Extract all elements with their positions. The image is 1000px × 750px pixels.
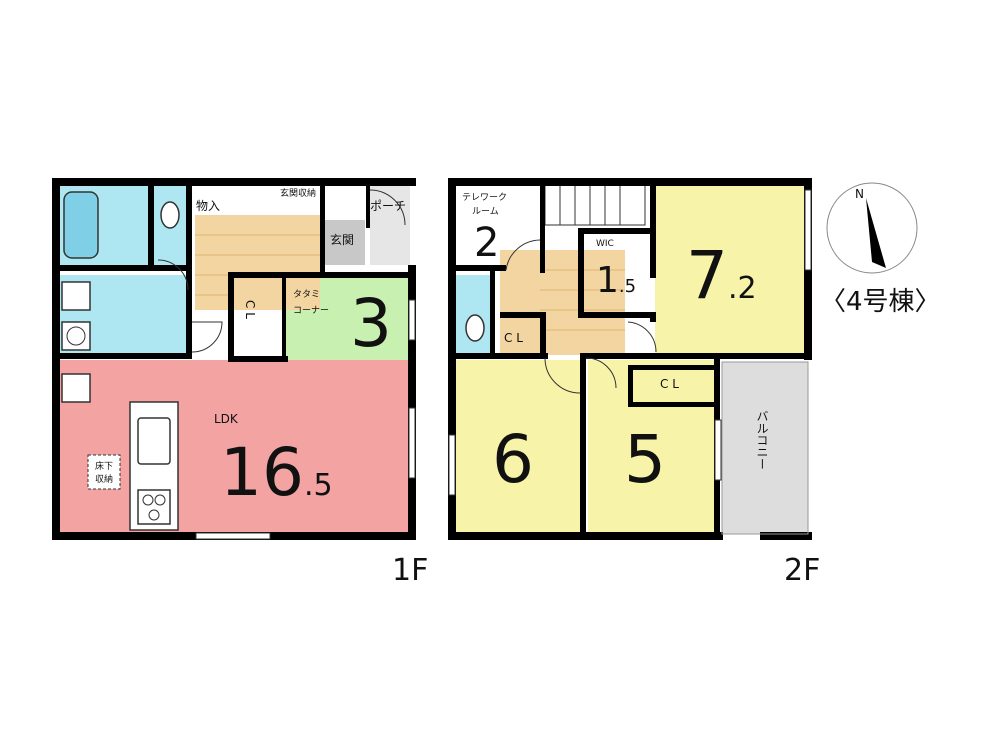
bathtub: [63, 191, 99, 259]
floor-1-label: 1F: [392, 553, 428, 588]
room6-size: 6: [492, 421, 534, 498]
porch-floor: [370, 185, 410, 265]
closet-2a: C L: [504, 331, 523, 345]
toilet-2: [465, 314, 485, 342]
balcony-label: バルコニー: [755, 410, 769, 470]
ldk-size-dec: .5: [304, 468, 333, 503]
room5-floor: [588, 360, 716, 535]
room72-size-int: 7: [686, 237, 728, 314]
floor-2-label: 2F: [784, 553, 820, 588]
room5-size: 5: [624, 421, 666, 498]
wic-size-int: 1: [596, 260, 619, 301]
hall2-floor: [500, 250, 625, 355]
telework-size: 2: [474, 220, 499, 266]
telework-name-1: テレワーク: [462, 192, 507, 203]
room72-size: 7.2: [686, 237, 757, 314]
room72-floor: [655, 185, 808, 355]
balcony-floor: [722, 362, 808, 534]
closet-1: C L: [243, 300, 257, 319]
ldk-size-int: 16: [220, 434, 304, 511]
ldk-name: LDK: [214, 412, 239, 426]
closet-2b: C L: [660, 377, 679, 391]
toilet-1: [160, 201, 180, 229]
ldk-floor: [58, 360, 410, 535]
north-arrow-icon: [866, 198, 886, 268]
ldk-size: 16.5: [220, 434, 333, 511]
genkan-floor: [325, 220, 365, 265]
building-label: 〈4号棟〉: [820, 287, 941, 317]
room72-size-dec: .2: [728, 271, 757, 306]
tatami-name-1: タタミ: [293, 289, 320, 300]
compass-north: N: [855, 187, 864, 201]
underfloor-storage: [87, 454, 121, 490]
tatami-size: 3: [350, 285, 392, 362]
stove: [137, 489, 171, 525]
storage-label: 物入: [196, 199, 220, 213]
fridge: [61, 373, 91, 403]
tatami-name-2: コーナー: [293, 305, 329, 316]
floor-2: テレワーク ルーム 2 WIC 1.5 7.2 6 5 C L C L バルコニ…: [448, 178, 820, 588]
wic-size-dec: .5: [619, 276, 636, 297]
porch-label: ポーチ: [370, 199, 406, 213]
wic-size: 1.5: [596, 260, 636, 301]
genkan-label: 玄関: [330, 232, 354, 247]
telework-name-2: ルーム: [472, 206, 499, 217]
compass: N: [826, 182, 918, 274]
balcony-rail: [721, 361, 809, 535]
wic-name: WIC: [596, 239, 614, 249]
room6-floor: [455, 360, 583, 535]
hall1-floor: [195, 215, 320, 310]
underfloor-label-1: 床下: [95, 460, 113, 472]
floor-1: 床下 収納: [52, 178, 428, 588]
stairs: [544, 184, 646, 226]
washer: [61, 321, 91, 351]
genkan-storage-label: 玄関収納: [280, 187, 316, 199]
sink: [137, 417, 171, 465]
underfloor-label-2: 収納: [95, 473, 113, 485]
washbasin: [61, 281, 91, 311]
